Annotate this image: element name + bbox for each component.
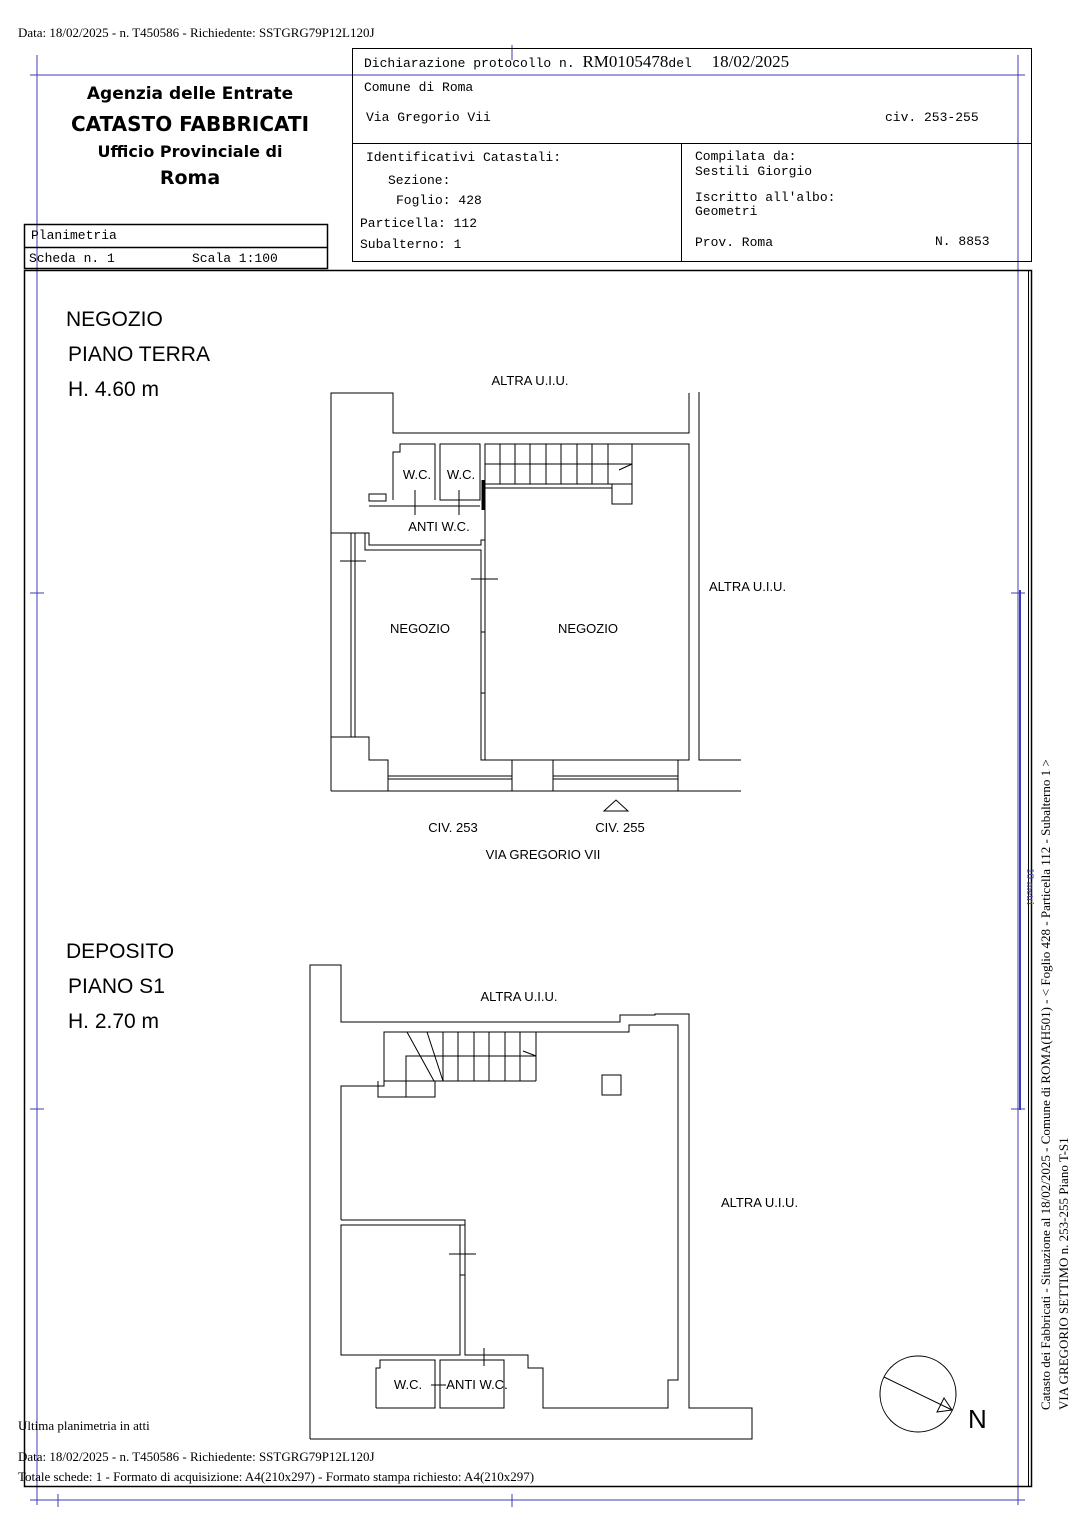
entrance-arrow-icon [602,799,630,812]
plan2-floor: PIANO S1 [68,975,165,998]
plan1-anti-wc: ANTI W.C. [408,519,469,534]
plan1-negozio-right: NEGOZIO [558,621,618,636]
plan1-title: NEGOZIO [66,308,163,331]
plan1-altra-top: ALTRA U.I.U. [491,373,568,388]
plan1-altra-right: ALTRA U.I.U. [709,579,786,594]
north-compass-icon [879,1355,957,1433]
plan1-wc2: W.C. [447,467,475,482]
protocol-number: RM0105478 [582,52,669,71]
plan2-title: DEPOSITO [66,940,175,963]
north-label: N [968,1404,987,1434]
ufficio-label: Ufficio Provinciale di [97,142,283,161]
protocol-date: 18/02/2025 [711,52,790,71]
comune: Comune di Roma [364,80,474,95]
protocol-line: Dichiarazione protocollo n. RM0105478del… [364,52,789,72]
scale-bar-label: 10 metri [1024,868,1036,905]
side-info-line1: Catasto dei Fabbricati - Situazione al 1… [1038,759,1053,1410]
footer-request-line: Data: 18/02/2025 - n. T450586 - Richiede… [18,1449,375,1464]
plan1-floor: PIANO TERRA [68,343,210,366]
identificativi-title: Identificativi Catastali: [366,150,562,165]
plan1-negozio-left: NEGOZIO [390,621,450,636]
particella: Particella: 112 [360,216,478,231]
plan1-civ-253: CIV. 253 [428,820,477,835]
plan2-anti-wc: ANTI W.C. [446,1377,507,1392]
via: Via Gregorio Vii [366,110,491,125]
albo: Geometri [695,204,758,219]
catasto-title: CATASTO FABBRICATI [70,112,310,136]
plan-piano-terra [330,392,741,812]
sezione: Sezione: [388,173,451,188]
plan1-height: H. 4.60 m [68,378,160,401]
plan-piano-s1 [309,964,753,1440]
compilata-label: Compilata da: [695,149,797,164]
plan2-altra-top: ALTRA U.I.U. [480,989,557,1004]
civico: civ. 253-255 [885,110,979,125]
foglio: Foglio: 428 [396,193,482,208]
plan2-wc: W.C. [394,1377,422,1392]
ultima-planimetria: Ultima planimetria in atti [18,1418,150,1433]
planimetria-label: Planimetria [31,228,117,243]
plan1-street: VIA GREGORIO VII [486,847,601,862]
scheda-number: Scheda n. 1 [29,251,115,266]
plan1-wc1: W.C. [403,467,431,482]
scala: Scala 1:100 [192,251,278,266]
ufficio-city: Roma [159,167,221,189]
albo-number: N. 8853 [935,234,990,249]
subalterno: Subalterno: 1 [360,237,462,252]
plan2-altra-right: ALTRA U.I.U. [721,1195,798,1210]
plan1-civ-255: CIV. 255 [595,820,644,835]
compilata-name: Sestili Giorgio [695,164,813,179]
protocol-label: Dichiarazione protocollo n. [364,56,575,71]
provincia: Prov. Roma [695,235,774,250]
side-info-line2: VIA GREGORIO SETTIMO n. 253-255 Piano T-… [1056,1137,1071,1410]
agency-name: Agenzia delle Entrate [86,84,294,104]
del-label: del [668,56,692,71]
top-request-line: Data: 18/02/2025 - n. T450586 - Richiede… [18,25,375,40]
plan2-height: H. 2.70 m [68,1010,160,1033]
albo-label: Iscritto all'albo: [695,190,836,205]
footer-totale-schede: Totale schede: 1 - Formato di acquisizio… [18,1469,535,1484]
